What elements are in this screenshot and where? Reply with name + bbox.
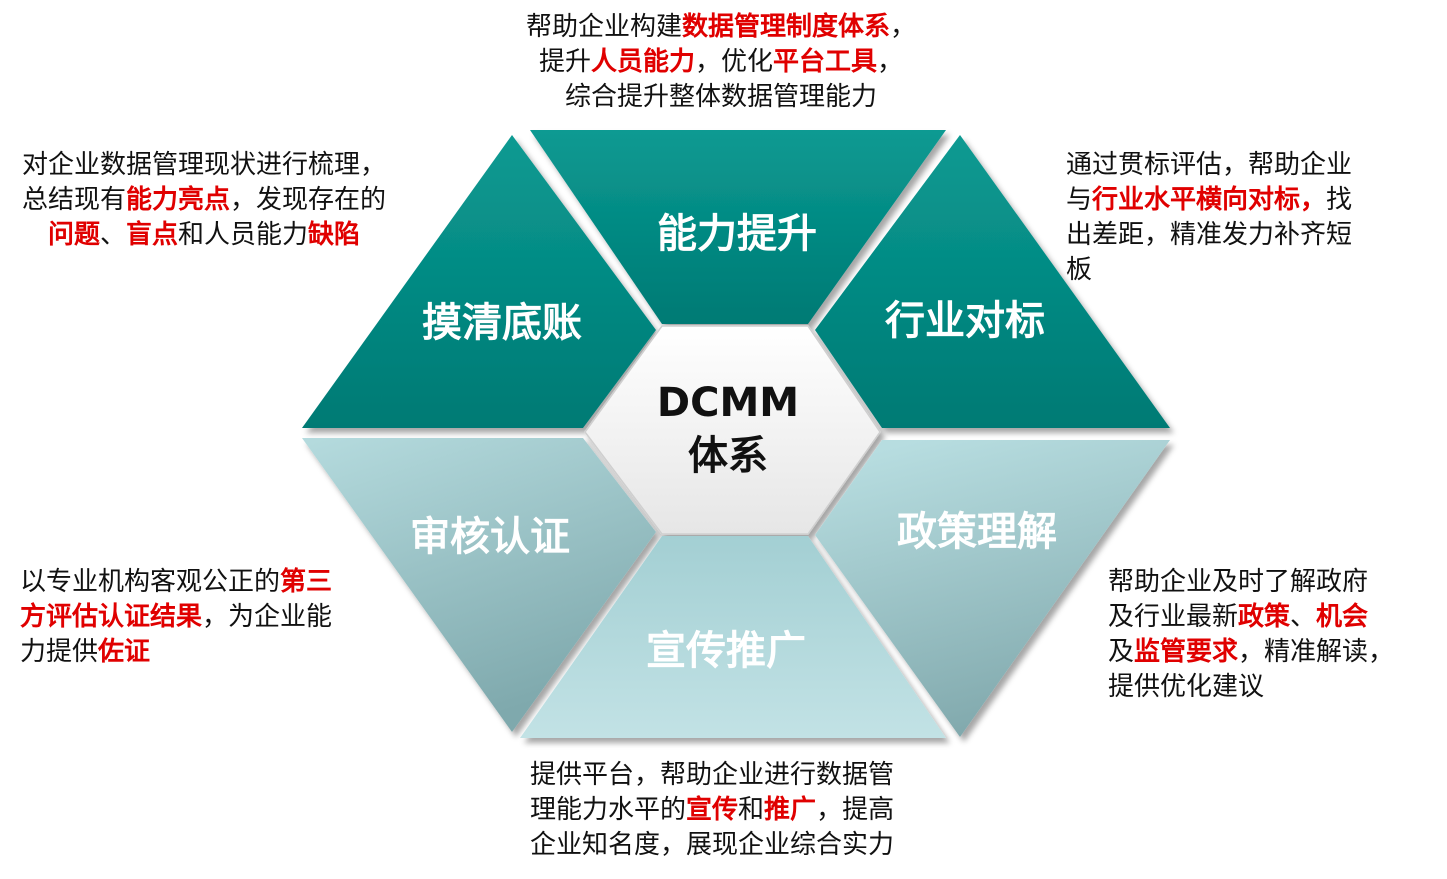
description-text: 理能力水平的 (530, 795, 687, 825)
highlight-text: 方评估认证结果 (20, 602, 203, 632)
highlight-text: 平台工具 (773, 47, 878, 77)
description-text: 和 (738, 795, 765, 825)
description-top-left: 对企业数据管理现状进行梳理，总结现有能力亮点，发现存在的问题、盲点和人员能力缺陷 (22, 148, 386, 253)
description-text: 出差距，精准发力补齐短 (1066, 220, 1353, 250)
description-text: 以专业机构客观公正的 (20, 567, 281, 597)
description-line: 力提供佐证 (20, 635, 332, 670)
description-line: 总结现有能力亮点，发现存在的 (22, 183, 386, 218)
highlight-text: 政策 (1238, 602, 1291, 632)
description-text: ，发现存在的 (230, 185, 387, 215)
description-line: 对企业数据管理现状进行梳理， (22, 148, 386, 183)
description-line: 理能力水平的宣传和推广，提高 (530, 793, 894, 828)
description-text: ，精准解读， (1238, 637, 1395, 667)
description-text: ， (890, 12, 917, 42)
segment-label-top-left: 摸清底账 (422, 300, 582, 346)
segment-shapes (302, 130, 1170, 738)
description-text: ，为企业能 (202, 602, 333, 632)
description-line: 及行业最新政策、机会 (1108, 600, 1394, 635)
description-bottom-right: 帮助企业及时了解政府及行业最新政策、机会及监管要求，精准解读，提供优化建议 (1108, 565, 1394, 705)
highlight-text: 缺陷 (308, 220, 361, 250)
segment-top-left-shape (302, 135, 656, 428)
description-line: 综合提升整体数据管理能力 (526, 80, 916, 115)
highlight-text: 第三 (280, 567, 333, 597)
description-line: 帮助企业及时了解政府 (1108, 565, 1394, 600)
highlight-text: 监管要求 (1134, 637, 1239, 667)
description-text: 总结现有 (22, 185, 127, 215)
description-text: ，提高 (816, 795, 895, 825)
description-line: 通过贯标评估，帮助企业 (1066, 148, 1352, 183)
description-line: 方评估认证结果，为企业能 (20, 600, 332, 635)
description-line: 出差距，精准发力补齐短 (1066, 218, 1352, 253)
description-line: 与行业水平横向对标，找 (1066, 183, 1352, 218)
description-text: 帮助企业及时了解政府 (1108, 567, 1369, 597)
highlight-text: 数据管理制度体系 (682, 12, 891, 42)
segment-bottom-left-shape (302, 438, 656, 732)
segment-bottom-right-shape (815, 440, 1170, 737)
description-text: 找 (1326, 185, 1353, 215)
highlight-text: 人员能力 (591, 47, 696, 77)
description-text: 提升 (538, 47, 591, 77)
description-top: 帮助企业构建数据管理制度体系，提升人员能力，优化平台工具，综合提升整体数据管理能… (526, 10, 916, 115)
highlight-text: 推广 (764, 795, 817, 825)
description-text: 对企业数据管理现状进行梳理， (22, 150, 387, 180)
highlight-text: 佐证 (98, 637, 151, 667)
description-text: 板 (1066, 255, 1093, 285)
description-text: 提供优化建议 (1108, 672, 1265, 702)
center-hexagon-shape (584, 325, 881, 535)
segment-label-top-right: 行业对标 (885, 298, 1045, 344)
description-line: 企业知名度，展现企业综合实力 (530, 828, 894, 863)
highlight-text: 宣传 (686, 795, 739, 825)
segment-label-bottom: 宣传推广 (646, 628, 806, 674)
highlight-text: 行业水平横向对标， (1092, 185, 1327, 215)
description-text: 及行业最新 (1108, 602, 1239, 632)
description-text: 提供平台，帮助企业进行数据管 (530, 760, 895, 790)
center-label-line2: 体系 (688, 433, 768, 479)
description-text: 帮助企业构建 (526, 12, 683, 42)
description-top-right: 通过贯标评估，帮助企业与行业水平横向对标，找出差距，精准发力补齐短板 (1066, 148, 1352, 288)
description-text: ， (877, 47, 904, 77)
segment-label-bottom-right: 政策理解 (897, 509, 1057, 555)
center-label-line1: DCMM (657, 380, 799, 426)
segment-label-top: 能力提升 (657, 211, 817, 257)
description-line: 提供平台，帮助企业进行数据管 (530, 758, 894, 793)
description-text: 、 (1290, 602, 1317, 632)
highlight-text: 能力亮点 (126, 185, 231, 215)
description-text: 企业知名度，展现企业综合实力 (530, 830, 895, 860)
segment-label-bottom-left: 审核认证 (410, 514, 570, 560)
description-text: 、 (100, 220, 127, 250)
description-bottom: 提供平台，帮助企业进行数据管理能力水平的宣传和推广，提高企业知名度，展现企业综合… (530, 758, 894, 863)
description-bottom-left: 以专业机构客观公正的第三方评估认证结果，为企业能力提供佐证 (20, 565, 332, 670)
description-line: 及监管要求，精准解读， (1108, 635, 1394, 670)
segment-top-right-shape (815, 135, 1170, 428)
description-text: 和人员能力 (178, 220, 309, 250)
description-line: 板 (1066, 253, 1352, 288)
description-line: 问题、盲点和人员能力缺陷 (22, 218, 386, 253)
description-text: 力提供 (20, 637, 99, 667)
description-text: 综合提升整体数据管理能力 (565, 82, 878, 112)
segment-bottom-shape (520, 536, 946, 738)
description-text: 通过贯标评估，帮助企业 (1066, 150, 1353, 180)
highlight-text: 问题 (47, 220, 100, 250)
description-text: ，优化 (695, 47, 774, 77)
description-line: 帮助企业构建数据管理制度体系， (526, 10, 916, 45)
description-line: 以专业机构客观公正的第三 (20, 565, 332, 600)
highlight-text: 盲点 (126, 220, 179, 250)
segment-top-shape (530, 130, 946, 324)
description-line: 提供优化建议 (1108, 670, 1394, 705)
highlight-text: 机会 (1316, 602, 1369, 632)
description-text: 与 (1066, 185, 1093, 215)
description-text: 及 (1108, 637, 1135, 667)
description-line: 提升人员能力，优化平台工具， (526, 45, 916, 80)
